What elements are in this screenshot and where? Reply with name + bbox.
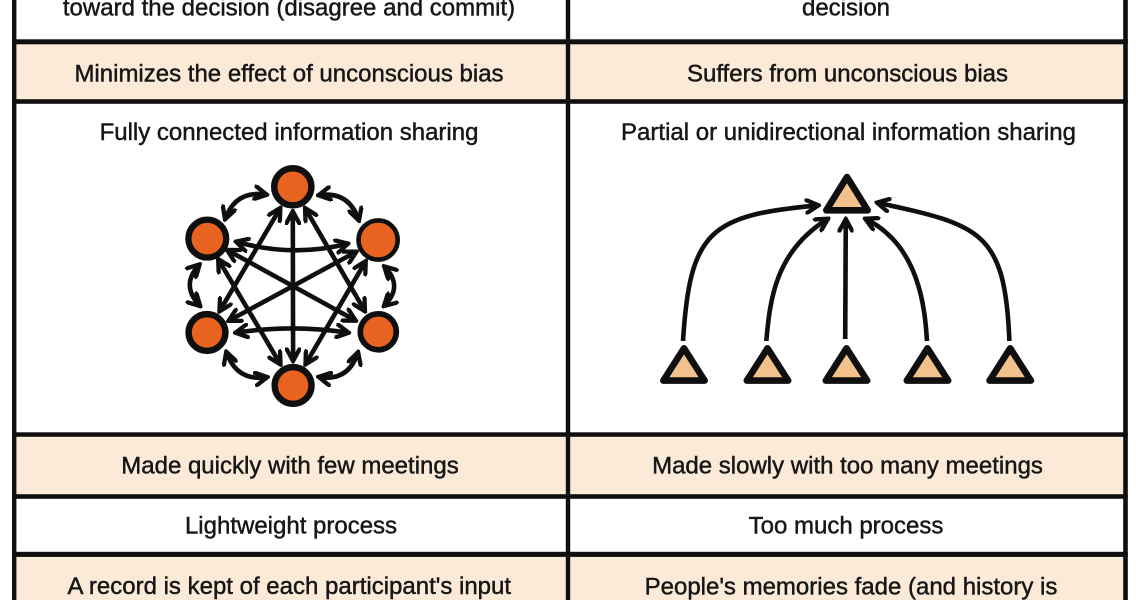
svg-text:Partial or unidirectional info: Partial or unidirectional information sh… (621, 119, 1076, 146)
svg-text:Lightweight process: Lightweight process (185, 513, 397, 540)
svg-text:A record is kept of each parti: A record is kept of each participant's i… (68, 573, 512, 600)
svg-text:Suffers from unconscious bias: Suffers from unconscious bias (687, 61, 1008, 88)
svg-text:Minimizes the effect of uncons: Minimizes the effect of unconscious bias (74, 61, 503, 88)
svg-text:Made slowly with too many meet: Made slowly with too many meetings (652, 452, 1043, 479)
svg-text:Made quickly with few meetings: Made quickly with few meetings (121, 452, 458, 479)
svg-text:Too much process: Too much process (749, 513, 944, 540)
svg-text:People's memories fade (and hi: People's memories fade (and history is (645, 574, 1058, 600)
svg-text:toward the decision (disagree: toward the decision (disagree and commit… (63, 0, 515, 21)
svg-text:decision: decision (802, 0, 890, 21)
svg-text:Fully connected information sh: Fully connected information sharing (100, 119, 479, 146)
